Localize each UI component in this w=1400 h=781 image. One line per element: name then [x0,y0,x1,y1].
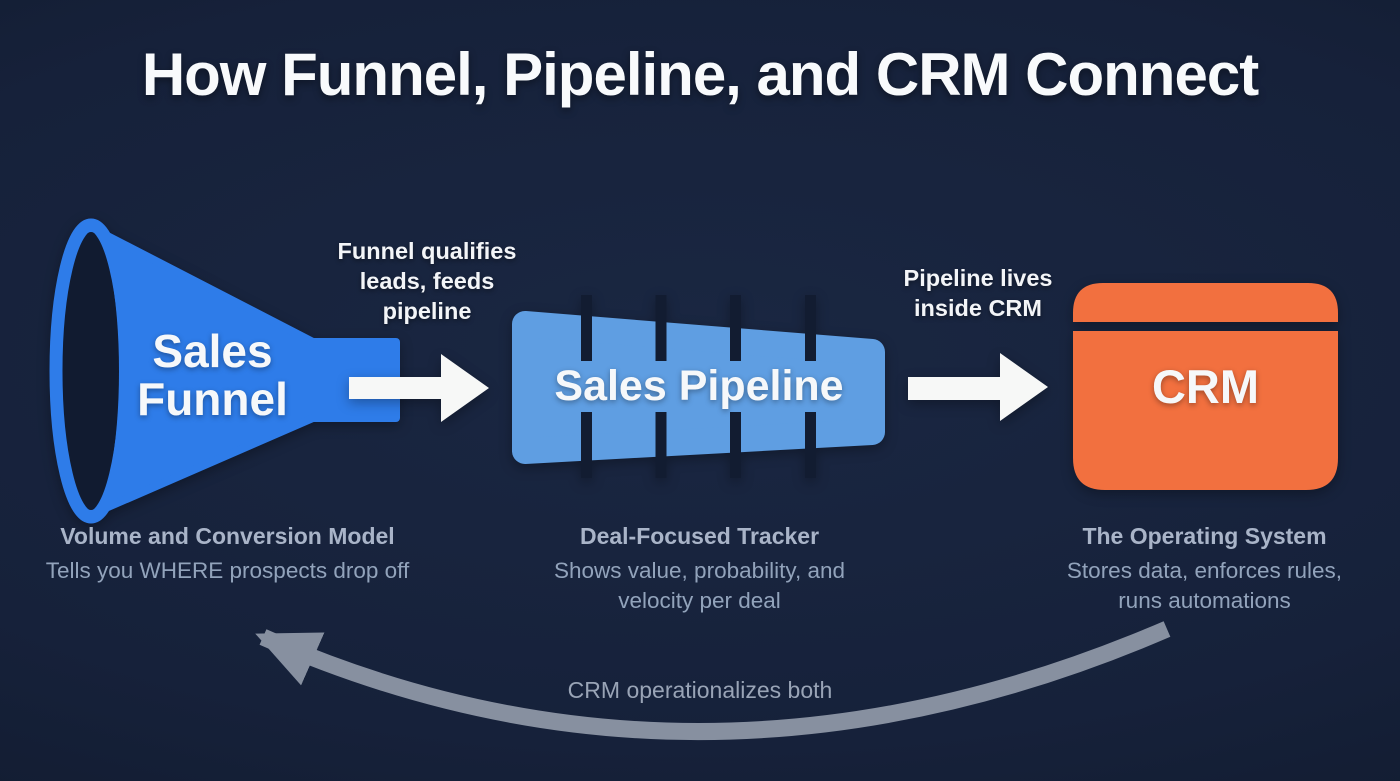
pipeline-caption: Deal-Focused Tracker Shows value, probab… [497,522,902,616]
note-line: Funnel qualifies [337,238,517,264]
funnel-label-line-1: Sales [152,325,273,377]
funnel-to-pipeline-note: Funnel qualifies leads, feeds pipeline [312,236,542,326]
funnel-mouth-opening [63,232,119,510]
caption-sub-line: velocity per deal [618,588,781,613]
caption-sub-line: Stores data, enforces rules, [1066,558,1343,583]
funnel-caption-title: Volume and Conversion Model [60,523,395,549]
funnel-label: Sales Funnel [85,327,340,423]
pipeline-label: Sales Pipeline [554,362,844,410]
pipeline-body [512,311,885,464]
funnel-mouth-rim [49,218,133,524]
caption-sub-line: Shows value, probability, and [553,558,845,583]
pipeline-caption-title: Deal-Focused Tracker [579,523,820,549]
funnel-caption: Volume and Conversion Model Tells you WH… [25,522,430,586]
crm-caption-sub: Stores data, enforces rules, runs automa… [1002,556,1400,616]
arrow-pipeline-to-crm-icon [908,353,1048,421]
note-line: inside CRM [914,295,1042,321]
funnel-caption-sub: Tells you WHERE prospects drop off [45,558,410,583]
feedback-loop-note: CRM operationalizes both [567,677,833,703]
sales-funnel-shape [49,218,400,524]
crm-window-shape [1073,283,1338,490]
feedback-loop-arrow-icon [255,621,1171,741]
sales-pipeline-shape [512,295,885,478]
crm-caption-title: The Operating System [1082,523,1327,549]
pipeline-caption-sub: Shows value, probability, and velocity p… [497,556,902,616]
note-line: Pipeline lives [903,265,1053,291]
funnel-label-line-2: Funnel [137,373,288,425]
caption-sub-line: runs automations [1118,588,1291,613]
note-line: pipeline [382,298,472,324]
pipeline-stage-dividers [581,295,816,478]
page-title: How Funnel, Pipeline, and CRM Connect [141,41,1259,108]
pipeline-to-crm-note: Pipeline lives inside CRM [863,263,1093,323]
crm-label: CRM [1151,360,1260,413]
crm-window-titlebar [1073,283,1338,322]
note-line: leads, feeds [359,268,495,294]
crm-window-body [1073,331,1338,490]
crm-caption: The Operating System Stores data, enforc… [1002,522,1400,616]
arrow-funnel-to-pipeline-icon [349,354,489,422]
